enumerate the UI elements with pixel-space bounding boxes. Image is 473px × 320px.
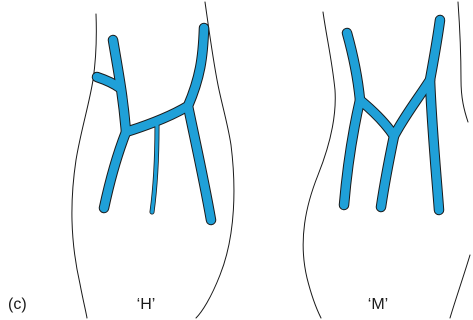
- basilic-vein: [188, 28, 204, 106]
- arm-m-right-outline: [458, 2, 468, 122]
- arm-h-left-outline: [72, 14, 96, 318]
- arm-m-lower-outline: [450, 255, 470, 318]
- basilic-vein: [430, 20, 440, 80]
- cephalic-vein: [347, 33, 360, 100]
- arm-h-veins: [97, 28, 211, 220]
- arm-m-pattern: [303, 2, 470, 318]
- cephalic-vein-lower: [104, 132, 126, 208]
- panel-label: (c): [8, 297, 27, 313]
- arm-m-veins: [344, 20, 440, 210]
- arm-h-pattern: [72, 2, 234, 318]
- pattern-label-m: ‘M’: [368, 297, 388, 313]
- median-cephalic-vein: [360, 100, 394, 136]
- pattern-label-h: ‘H’: [137, 297, 156, 313]
- basilic-vein-lower: [188, 106, 211, 220]
- arm-m-left-outline: [303, 12, 335, 318]
- median-basilic-vein: [394, 80, 430, 136]
- basilic-vein-lower: [430, 80, 439, 210]
